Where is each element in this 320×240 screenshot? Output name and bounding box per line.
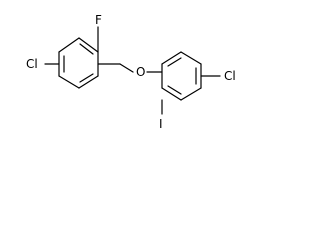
bond-carbon-oxygen [119, 63, 134, 73]
left-benzene-ring [58, 37, 99, 89]
bond-right-ring-top-right [180, 51, 202, 65]
right-benzene-ring [161, 51, 202, 101]
bond-left-ring-top-left [58, 37, 80, 53]
bond-right-ring-bottom-left [161, 87, 182, 101]
bond-right-ring-top-left [161, 51, 182, 65]
double-bond-right-ring-bottom [167, 85, 182, 95]
iodine-label: I [159, 117, 163, 131]
bond-left-ring-bottom-right [78, 75, 99, 89]
double-bond-left-ring-top [79, 43, 94, 55]
bond-left-ring-bottom-left [58, 75, 80, 89]
molecule-structure: F Cl O Cl I [26, 13, 236, 131]
chlorine-left-label: Cl [26, 57, 38, 71]
bond-left-ring-top-right [78, 37, 99, 53]
fluorine-label: F [95, 13, 102, 27]
bond-right-ring-bottom-right [180, 87, 202, 101]
chlorine-right-label: Cl [224, 69, 236, 83]
double-bond-right-ring-top [167, 57, 182, 67]
oxygen-label: O [136, 65, 145, 79]
double-bond-left-ring-bottom [79, 73, 94, 83]
